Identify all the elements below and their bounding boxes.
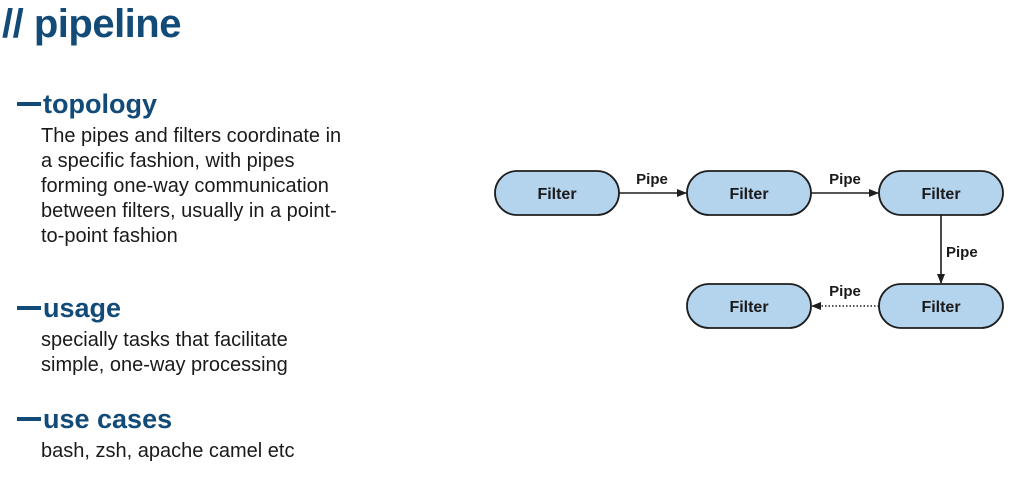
filter-node-shape	[878, 283, 1004, 329]
dash-marker	[17, 101, 41, 106]
pipe-label-1: Pipe	[636, 171, 668, 188]
filter-node-shape	[494, 170, 620, 216]
body-line: The pipes and filters coordinate in	[41, 125, 342, 147]
dash-marker	[17, 305, 41, 310]
filter-node-1: Filter	[494, 170, 620, 216]
section-body-use-cases: bash, zsh, apache camel etc	[41, 439, 457, 464]
heading-text: use cases	[43, 404, 173, 434]
body-line: bash, zsh, apache camel etc	[41, 440, 295, 462]
filter-node-label: Filter	[921, 186, 960, 203]
body-line: a specific fashion, with pipes	[41, 150, 295, 172]
filter-node-label: Filter	[729, 299, 768, 316]
section-use-cases: use cases bash, zsh, apache camel etc	[17, 403, 457, 464]
filter-node-2: Filter	[686, 170, 812, 216]
filter-node-4: Filter	[878, 283, 1004, 329]
pipe-label-4: Pipe	[829, 283, 861, 300]
body-line: between filters, usually in a point-	[41, 200, 337, 222]
section-heading-usage: usage	[17, 292, 457, 324]
heading-text: usage	[43, 293, 122, 323]
section-heading-use-cases: use cases	[17, 403, 457, 435]
filter-node-shape	[686, 170, 812, 216]
filter-node-3: Filter	[878, 170, 1004, 216]
filter-node-label: Filter	[729, 186, 768, 203]
section-heading-topology: topology	[17, 88, 457, 120]
pipe-label-3: Pipe	[946, 244, 978, 261]
section-body-usage: specially tasks that facilitate simple, …	[41, 328, 457, 378]
section-body-topology: The pipes and filters coordinate in a sp…	[41, 124, 457, 249]
body-line: specially tasks that facilitate	[41, 329, 288, 351]
section-usage: usage specially tasks that facilitate si…	[17, 292, 457, 378]
body-line: forming one-way communication	[41, 175, 329, 197]
dash-marker	[17, 416, 41, 421]
filter-node-shape	[686, 283, 812, 329]
section-topology: topology The pipes and filters coordinat…	[17, 88, 457, 249]
pipe-label-2: Pipe	[829, 171, 861, 188]
body-line: to-point fashion	[41, 225, 178, 247]
filter-node-5: Filter	[686, 283, 812, 329]
heading-text: topology	[43, 89, 157, 119]
body-line: simple, one-way processing	[41, 354, 288, 376]
filter-node-label: Filter	[921, 299, 960, 316]
filter-node-label: Filter	[537, 186, 576, 203]
page-title: // pipeline	[2, 2, 181, 46]
filter-node-shape	[878, 170, 1004, 216]
